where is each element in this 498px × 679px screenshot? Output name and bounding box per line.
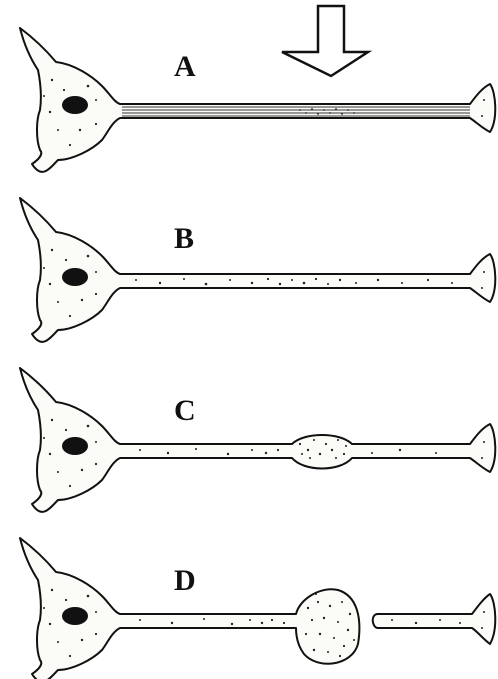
panel-d: D (20, 538, 495, 679)
nucleus (62, 607, 88, 625)
cell-body (20, 368, 495, 512)
panel-label: B (174, 222, 194, 255)
nucleus (62, 268, 88, 286)
panel-c: C (20, 368, 495, 512)
down-arrow-icon (282, 6, 368, 76)
panel-b: B (20, 198, 495, 342)
panel-label: A (174, 50, 196, 83)
distal-axon-fragment (373, 594, 496, 644)
cell-body (20, 28, 495, 172)
nucleus (62, 96, 88, 114)
nucleus (62, 437, 88, 455)
panel-label: D (174, 564, 196, 597)
panel-label: C (174, 394, 196, 427)
cell-body (20, 198, 495, 342)
panel-a: A (20, 28, 495, 172)
